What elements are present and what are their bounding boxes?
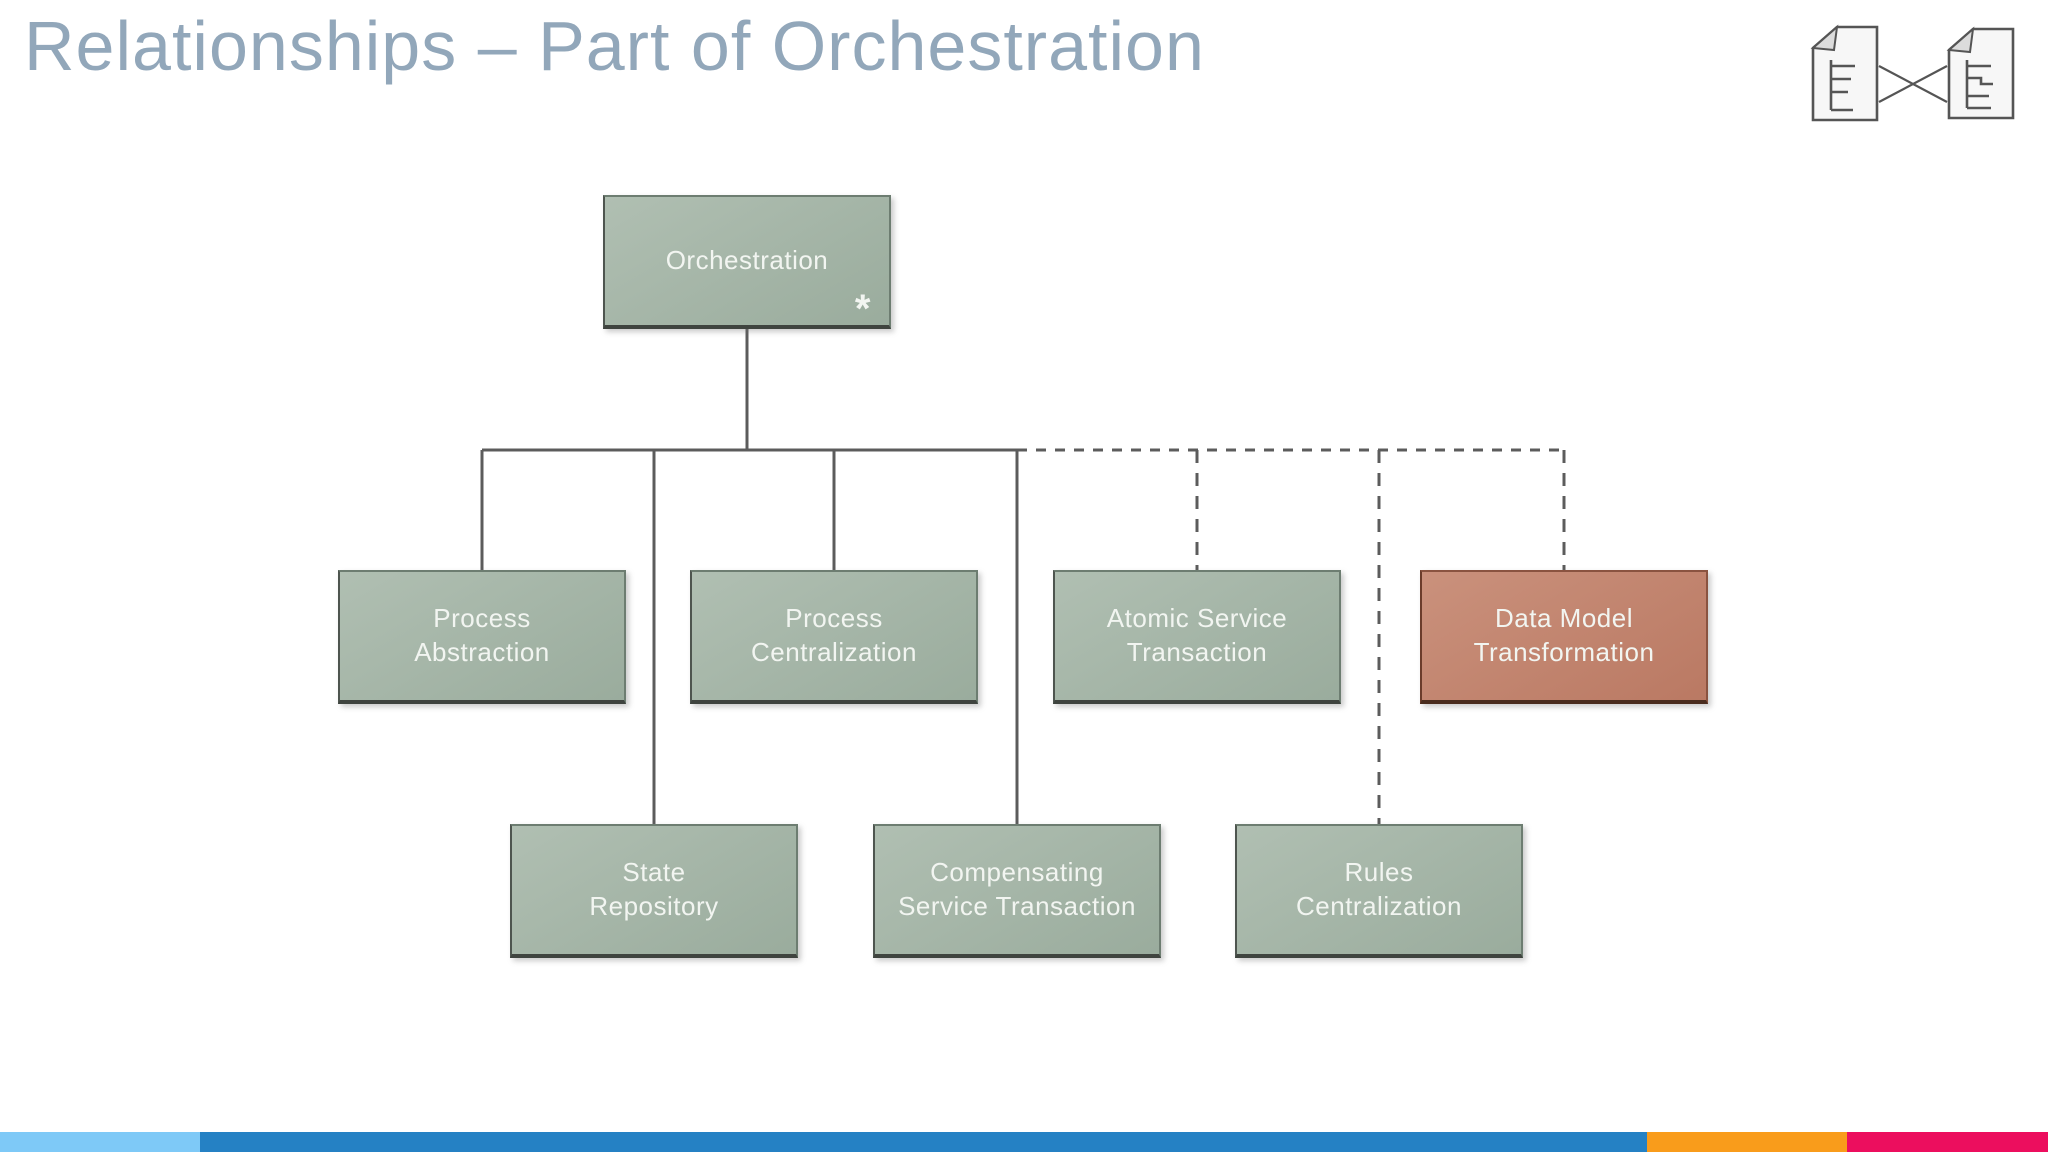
slide-title: Relationships – Part of Orchestration [24,7,1205,85]
asterisk-badge: * [854,287,871,331]
footer-accent-bar [0,1132,2048,1152]
right-document [1946,26,2015,120]
node-label: Orchestration [665,245,829,276]
footer-segment-blue [200,1132,1647,1152]
footer-segment-pink [1847,1132,2048,1152]
footer-segment-orange [1647,1132,1847,1152]
mapping-cross-lines [1878,65,1948,103]
left-document [1810,24,1879,122]
footer-segment-light-blue [0,1132,200,1152]
node-orchestration: Orchestration * [603,195,891,329]
document-mapping-icon [1810,24,2015,122]
